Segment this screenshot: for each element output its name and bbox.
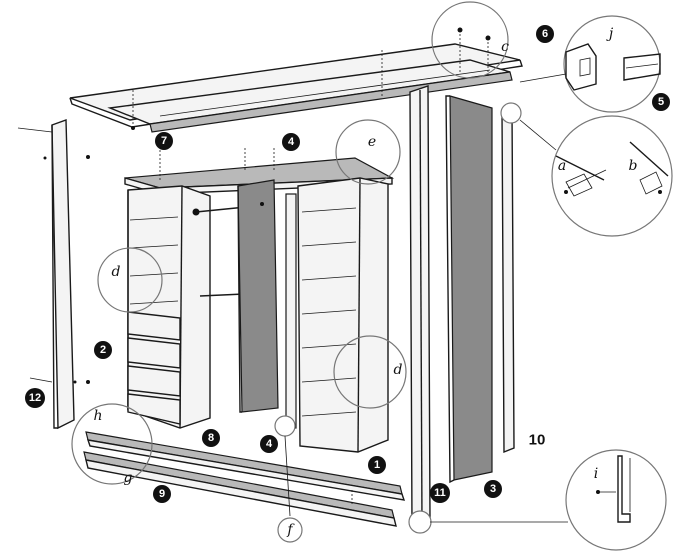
- right-shelving-unit: [297, 177, 389, 453]
- badges: 1 2 3 4 4 5 6 7 8 9 11 12: [25, 25, 670, 503]
- detail-circle-j: [563, 15, 661, 113]
- detail-circle-d-right: [333, 335, 407, 409]
- badge-11: 11: [430, 483, 450, 503]
- svg-text:5: 5: [658, 96, 664, 108]
- svg-text:2: 2: [100, 344, 106, 356]
- badge-7: 7: [155, 132, 173, 150]
- label-e: e: [368, 134, 376, 150]
- svg-text:9: 9: [159, 488, 165, 500]
- badge-9: 9: [153, 485, 171, 503]
- svg-text:3: 3: [490, 483, 496, 495]
- label-b: b: [629, 158, 638, 174]
- left-side-profile: [17, 119, 90, 430]
- label-i: i: [594, 466, 598, 482]
- label-a: a: [558, 158, 566, 174]
- label-g: g: [124, 470, 133, 486]
- label-j: j: [606, 26, 614, 42]
- label-d-left: d: [112, 264, 121, 280]
- detail-circle-d-left: [97, 247, 163, 313]
- badge-4-bottom: 4: [260, 435, 278, 453]
- top-rail-screws: [131, 27, 491, 130]
- detail-circle-e: [335, 119, 401, 185]
- svg-text:6: 6: [542, 28, 548, 40]
- detail-labels: a b c d d e f g h i j: [93, 26, 637, 538]
- badge-4-top: 4: [282, 133, 300, 151]
- detail-circle-top-right: [431, 1, 509, 79]
- detail-circle-i: [565, 449, 667, 551]
- svg-text:8: 8: [208, 432, 214, 444]
- door-profile: [501, 109, 515, 454]
- vertical-rod: [285, 193, 297, 429]
- label-10: 10: [529, 432, 546, 449]
- svg-text:11: 11: [434, 487, 446, 499]
- svg-text:4: 4: [266, 438, 273, 450]
- svg-text:4: 4: [288, 136, 295, 148]
- label-h: h: [93, 408, 102, 424]
- bottom-rail-upper: [85, 431, 406, 501]
- svg-text:1: 1: [374, 459, 380, 471]
- detail-circle-profile-bottom: [408, 510, 568, 534]
- label-d-right: d: [394, 362, 403, 378]
- badge-2: 2: [94, 341, 112, 359]
- right-profile: [409, 85, 431, 527]
- badge-8: 8: [202, 429, 220, 447]
- badge-5: 5: [652, 93, 670, 111]
- svg-text:12: 12: [29, 392, 41, 404]
- detail-circle-f: [274, 415, 303, 543]
- bottom-rail-lower: [83, 451, 397, 527]
- detail-circle-h-g: [71, 403, 153, 485]
- detail-circle-profile-top: [500, 102, 557, 151]
- svg-text:7: 7: [161, 135, 167, 147]
- label-c: c: [501, 39, 509, 55]
- badge-12: 12: [25, 388, 45, 408]
- top-rail: [69, 43, 523, 133]
- sliding-door: [445, 95, 493, 484]
- left-shelving-unit: [127, 185, 211, 429]
- badge-3: 3: [484, 480, 502, 498]
- detail-circle-a-b: [551, 115, 673, 237]
- middle-panel: [237, 179, 279, 413]
- badge-1: 1: [368, 456, 386, 474]
- badge-6: 6: [536, 25, 554, 43]
- label-f: f: [286, 522, 295, 538]
